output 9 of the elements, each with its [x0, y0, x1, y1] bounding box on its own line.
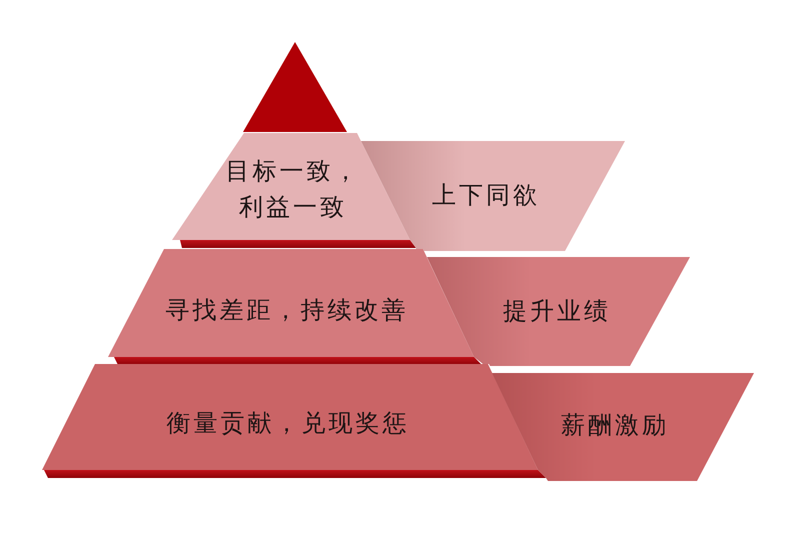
tier-text: 寻找差距，持续改善 — [166, 295, 408, 326]
tier-text: 衡量贡献，兑现奖惩 — [166, 408, 410, 439]
tier-text: 目标一致，利益一致 — [224, 156, 362, 223]
pyramid-tier — [108, 249, 474, 357]
banner-text: 薪酬激励 — [561, 410, 669, 441]
pyramid-tier — [42, 364, 538, 470]
banner-text: 提升业绩 — [503, 296, 611, 327]
banner-text: 上下同欲 — [432, 180, 540, 211]
pyramid-tier — [172, 133, 410, 240]
